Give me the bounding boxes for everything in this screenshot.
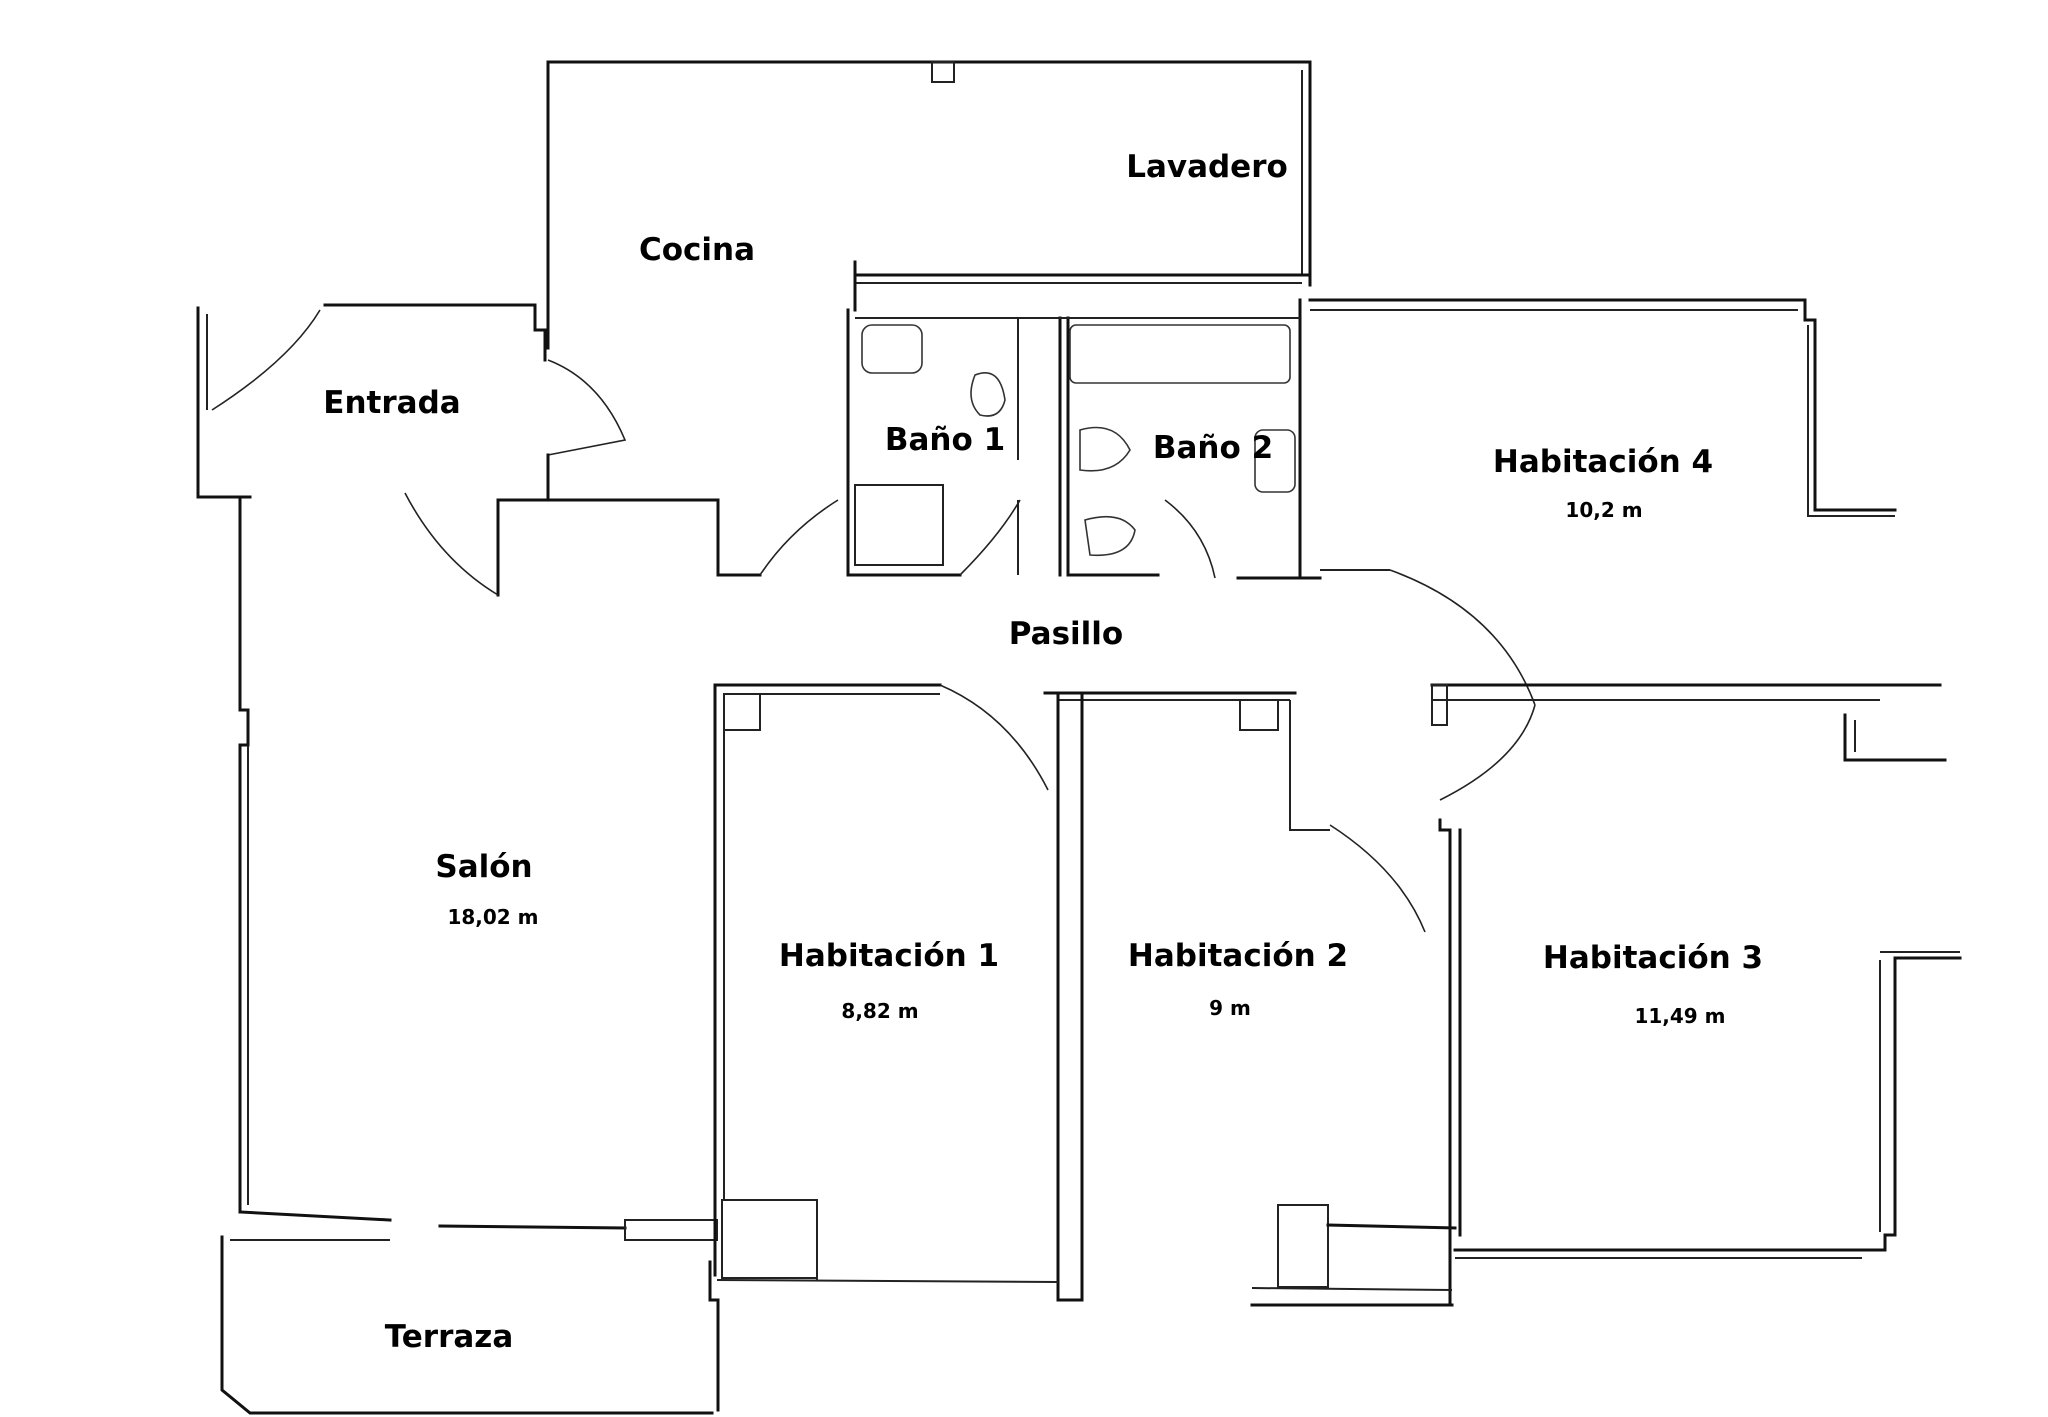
terrace-walls	[220, 1235, 720, 1415]
room-label-bano-2: Baño 2	[1152, 430, 1274, 466]
room-label-entrada: Entrada	[323, 385, 461, 421]
room-area-salon: 18,02 m	[447, 905, 539, 929]
living-room-walls	[238, 498, 718, 1241]
room-label-lavadero: Lavadero	[1126, 149, 1288, 185]
room-label-salon: Salón	[435, 849, 533, 885]
room-label-pasillo: Pasillo	[1008, 616, 1124, 652]
bedroom-4-walls	[1236, 298, 1897, 706]
bedroom-3-walls	[1453, 828, 1962, 1259]
bedroom-1-2-walls	[713, 683, 1457, 1307]
room-label-habitacion-2: Habitación 2	[1127, 938, 1349, 974]
room-area-habitacion-1: 8,82 m	[841, 999, 919, 1023]
kitchen-walls	[546, 60, 1312, 350]
room-area-habitacion-4: 10,2 m	[1565, 498, 1643, 522]
room-label-cocina: Cocina	[638, 232, 756, 268]
room-label-terraza: Terraza	[384, 1319, 514, 1355]
entrance-walls	[196, 303, 720, 597]
room-area-habitacion-3: 11,49 m	[1634, 1004, 1726, 1028]
room-area-habitacion-2: 9 m	[1209, 996, 1251, 1020]
room-label-habitacion-4: Habitación 4	[1492, 444, 1714, 480]
room-label-bano-1: Baño 1	[884, 422, 1006, 458]
bedrooms-top-walls	[713, 683, 1947, 933]
room-label-habitacion-3: Habitación 3	[1542, 940, 1764, 976]
room-label-habitacion-1: Habitación 1	[778, 938, 1000, 974]
